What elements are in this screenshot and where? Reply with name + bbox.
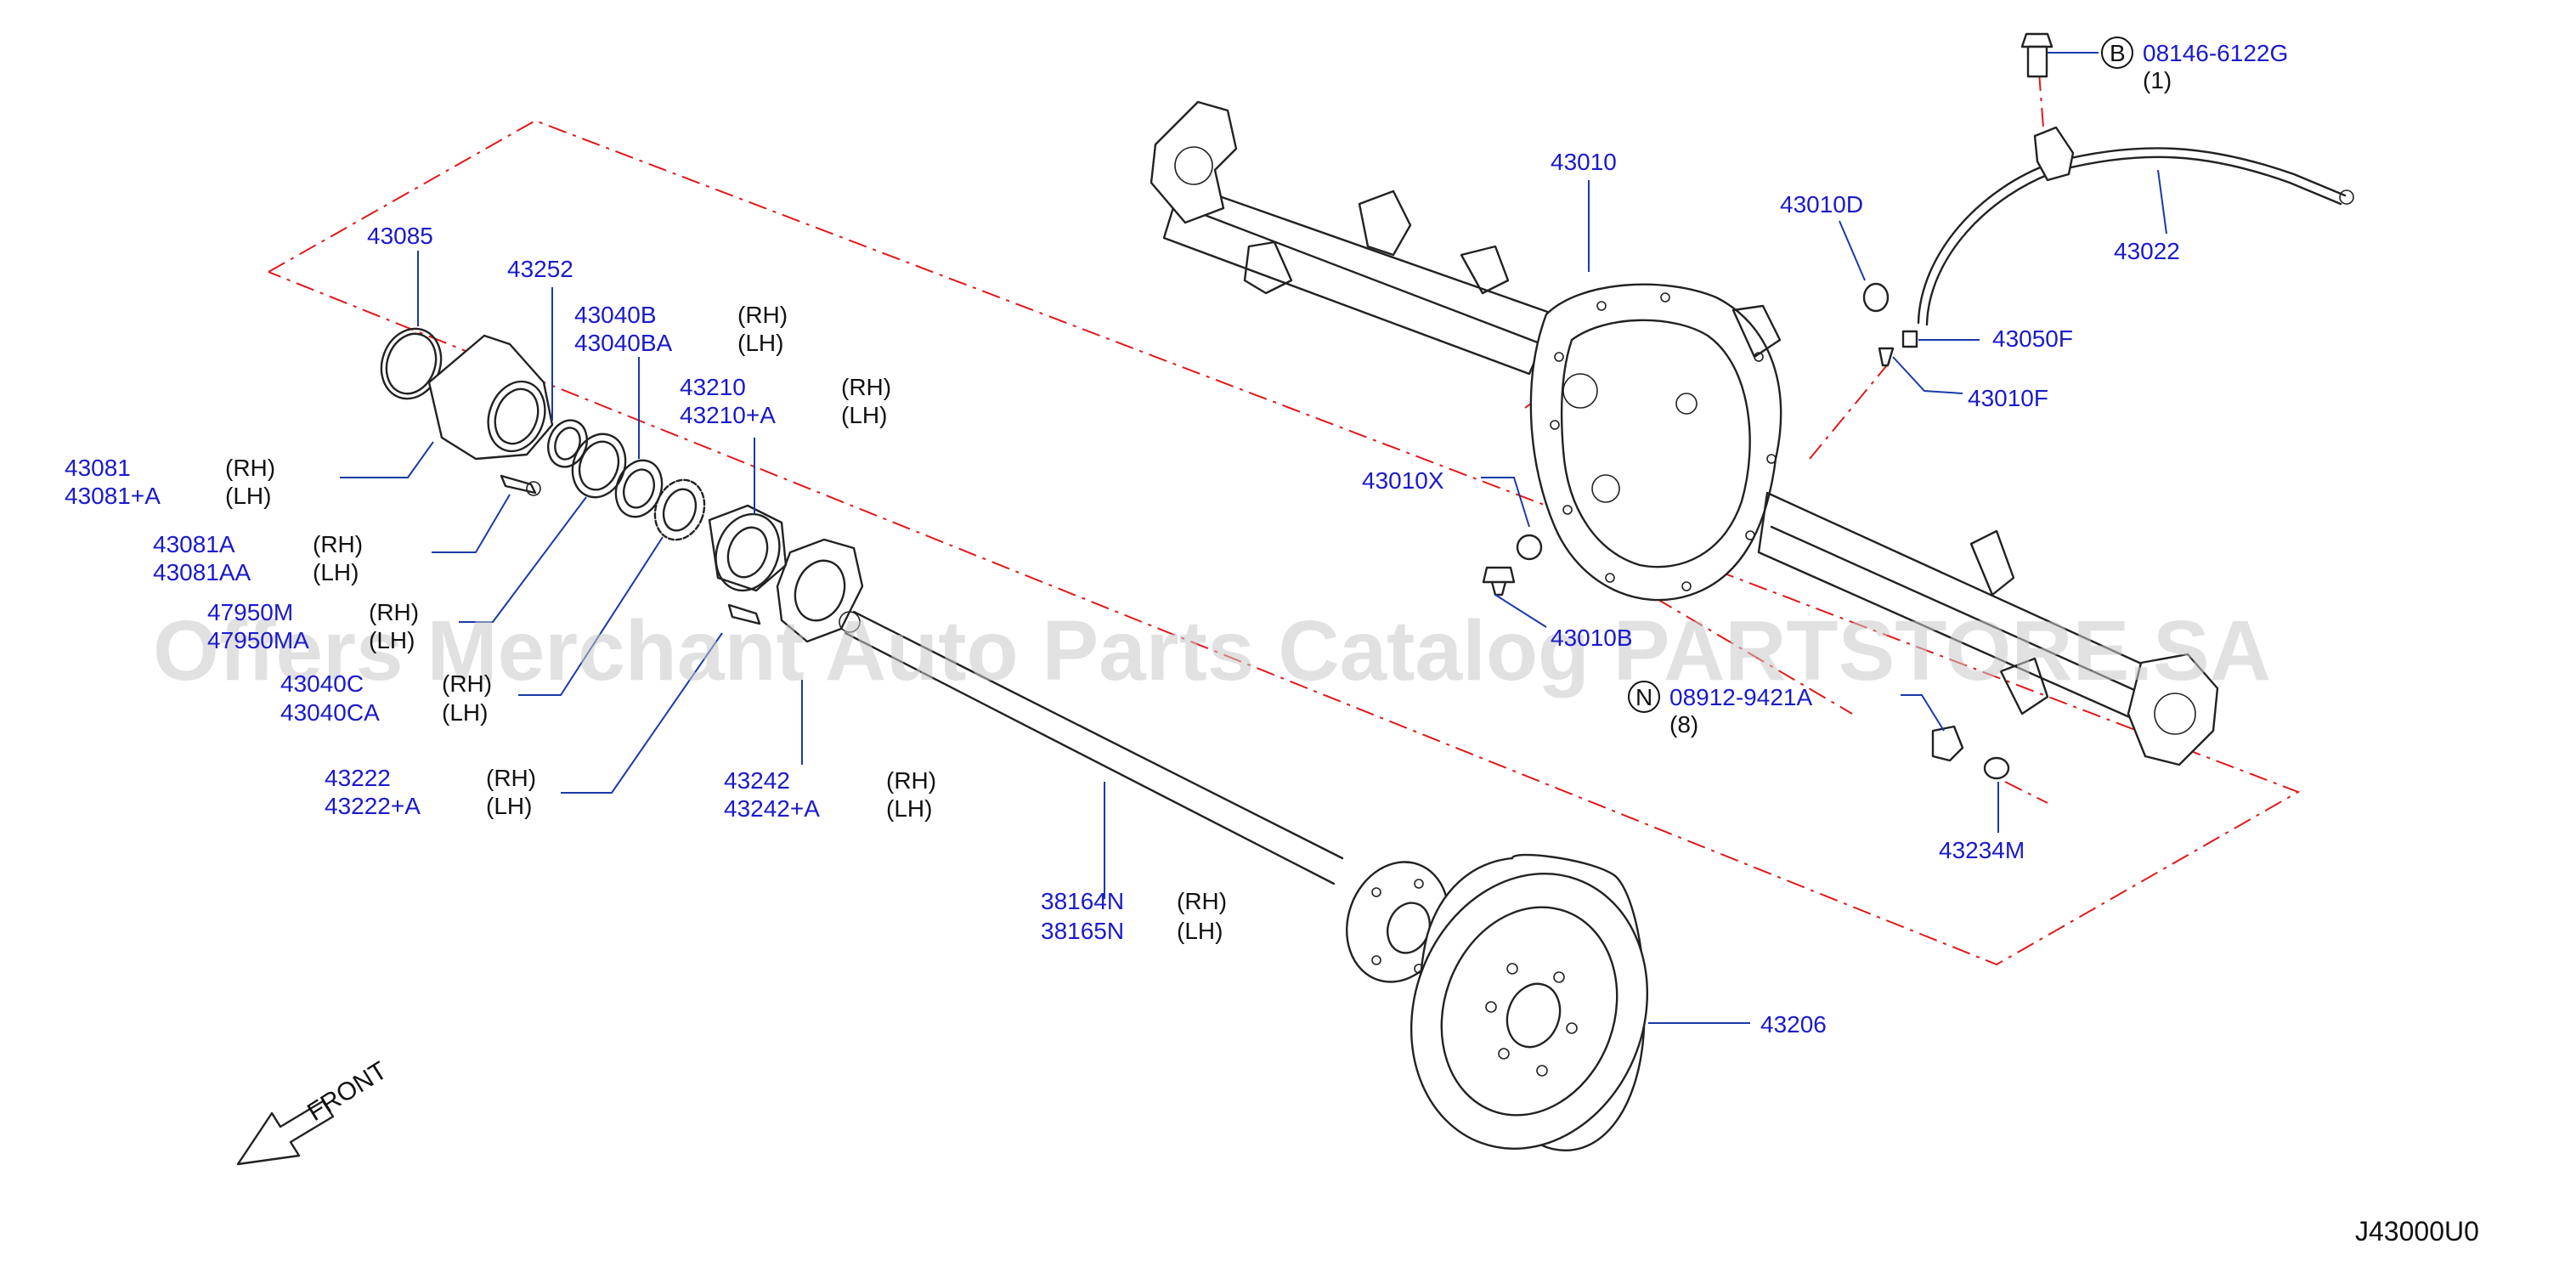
- label-43206[interactable]: 43206: [1760, 1011, 1827, 1038]
- label-47950M[interactable]: 47950M: [207, 599, 293, 625]
- label-38165N-lh: (LH): [1177, 918, 1223, 944]
- part-43010B-shape: [1482, 566, 1516, 597]
- label-43081AA[interactable]: 43081AA: [153, 559, 251, 585]
- label-43081A-plus[interactable]: 43081+A: [65, 483, 161, 509]
- hub-parts-drawing: [380, 327, 864, 643]
- centerline-4: [1809, 360, 1891, 460]
- label-43222-rh: (RH): [486, 765, 536, 791]
- callout-n-circle: [1628, 681, 1660, 713]
- label-43081[interactable]: 43081: [65, 455, 131, 481]
- watermark-text: Offers Merchant Auto Parts Catalog PARTS…: [153, 603, 2271, 698]
- label-43010X[interactable]: 43010X: [1362, 467, 1444, 494]
- label-47950MA[interactable]: 47950MA: [207, 627, 309, 653]
- label-43242-rh: (RH): [886, 767, 936, 794]
- label-43010[interactable]: 43010: [1551, 149, 1617, 175]
- label-43010B[interactable]: 43010B: [1551, 625, 1633, 651]
- front-label: FRONT: [302, 1056, 392, 1127]
- label-47950MA-lh: (LH): [369, 627, 415, 653]
- centerline-3: [2038, 71, 2044, 128]
- label-bolt-08146-6122G[interactable]: 08146-6122G: [2143, 40, 2288, 66]
- part-43010X-shape: [1516, 534, 1543, 561]
- label-43252[interactable]: 43252: [507, 256, 573, 282]
- part-nut-shape: [1931, 725, 1964, 762]
- part-43234M-shape: [1983, 756, 2010, 780]
- front-direction-arrow: FRONT: [236, 1056, 392, 1166]
- label-38164N-rh: (RH): [1177, 888, 1227, 914]
- label-43040C[interactable]: 43040C: [280, 670, 364, 697]
- axle-housing-drawing: [1150, 100, 2219, 766]
- label-43222A[interactable]: 43222+A: [325, 793, 421, 819]
- figure-code: J43000U0: [2355, 1216, 2479, 1247]
- label-43210A[interactable]: 43210+A: [680, 402, 776, 428]
- label-43010F[interactable]: 43010F: [1968, 385, 2048, 411]
- breather-tube-drawing: [1917, 32, 2354, 326]
- label-nut-08912-9421A[interactable]: 08912-9421A: [1669, 684, 1812, 710]
- label-43040B[interactable]: 43040B: [574, 302, 657, 328]
- label-43022[interactable]: 43022: [2114, 238, 2180, 264]
- callout-b-circle: [2101, 37, 2133, 69]
- part-43010F-shape: [1878, 347, 1895, 367]
- label-38165N[interactable]: 38165N: [1041, 918, 1124, 944]
- callout-b-letter: B: [2110, 40, 2126, 66]
- centerline-5: [2004, 781, 2048, 804]
- label-43081AA-lh: (LH): [313, 559, 359, 585]
- label-43040C-rh: (RH): [442, 670, 492, 697]
- label-43242A-lh: (LH): [886, 795, 932, 822]
- label-43085[interactable]: 43085: [367, 223, 433, 249]
- assembly-boundary: [268, 119, 2301, 966]
- label-43242[interactable]: 43242: [724, 767, 790, 794]
- label-38164N[interactable]: 38164N: [1041, 888, 1124, 914]
- label-43040CA-lh: (LH): [442, 699, 488, 726]
- label-43210A-lh: (LH): [841, 402, 887, 428]
- label-43040BA[interactable]: 43040BA: [574, 330, 673, 356]
- label-43050F[interactable]: 43050F: [1992, 325, 2073, 352]
- label-43222[interactable]: 43222: [325, 765, 391, 791]
- label-43081A-plus-lh: (LH): [225, 483, 271, 509]
- callout-n-letter: N: [1635, 684, 1652, 710]
- part-43010D-shape: [1862, 282, 1890, 313]
- label-43081A[interactable]: 43081A: [153, 531, 235, 557]
- label-43210-rh: (RH): [841, 374, 891, 400]
- label-43222A-lh: (LH): [486, 793, 532, 819]
- part-43050F-shape: [1901, 330, 1918, 348]
- label-43242A[interactable]: 43242+A: [724, 795, 820, 822]
- label-43081A-rh: (RH): [313, 531, 363, 557]
- label-43040BA-lh: (LH): [737, 330, 783, 356]
- label-47950M-rh: (RH): [369, 599, 419, 625]
- brake-drum-drawing: [1409, 853, 1649, 1152]
- label-43081-rh: (RH): [225, 455, 275, 481]
- label-43010D[interactable]: 43010D: [1780, 191, 1863, 218]
- label-43234M[interactable]: 43234M: [1939, 837, 2025, 863]
- label-43040B-rh: (RH): [737, 302, 788, 328]
- leader-lines: [340, 52, 2167, 1024]
- label-43040CA[interactable]: 43040CA: [280, 699, 380, 726]
- label-nut-qty: (8): [1669, 711, 1698, 738]
- label-bolt-qty: (1): [2143, 67, 2172, 93]
- label-43210[interactable]: 43210: [680, 374, 746, 400]
